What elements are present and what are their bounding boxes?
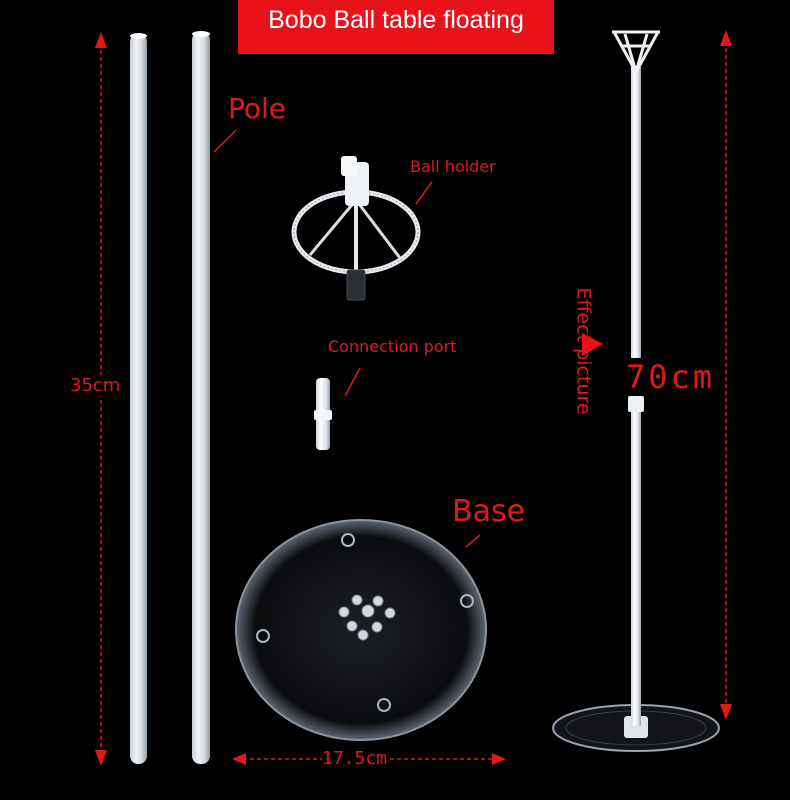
- base-part: [235, 519, 487, 741]
- page-title: Bobo Ball table floating: [268, 6, 524, 34]
- ball-holder-part: [291, 156, 421, 301]
- connection-port-label: Connection port: [328, 337, 457, 356]
- connection-port-pointer: [344, 367, 361, 397]
- title-banner: Bobo Ball table floating: [238, 0, 554, 54]
- pole-pointer: [213, 129, 237, 153]
- base-center-studs: [338, 594, 396, 641]
- assembled-stand: [552, 30, 720, 752]
- total-height-dimension: [720, 30, 732, 720]
- total-height-label: 70cm: [626, 358, 716, 396]
- base-label: Base: [452, 494, 526, 529]
- assembled-cup: [612, 30, 660, 73]
- pole-length-dimension: [95, 32, 107, 766]
- pole-length-label: 35cm: [70, 375, 121, 396]
- effect-arrow: [582, 333, 603, 356]
- base-diameter-label: 17.5cm: [322, 748, 388, 769]
- pole-left: [130, 33, 147, 764]
- pole-label: Pole: [228, 92, 287, 125]
- pole-right: [192, 31, 210, 764]
- base-pointer: [465, 534, 481, 548]
- effect-picture-label: Effect picture: [572, 287, 595, 415]
- ball-holder-label: Ball holder: [410, 157, 496, 176]
- connection-port-part: [314, 378, 332, 450]
- ball-holder-pointer: [415, 181, 433, 205]
